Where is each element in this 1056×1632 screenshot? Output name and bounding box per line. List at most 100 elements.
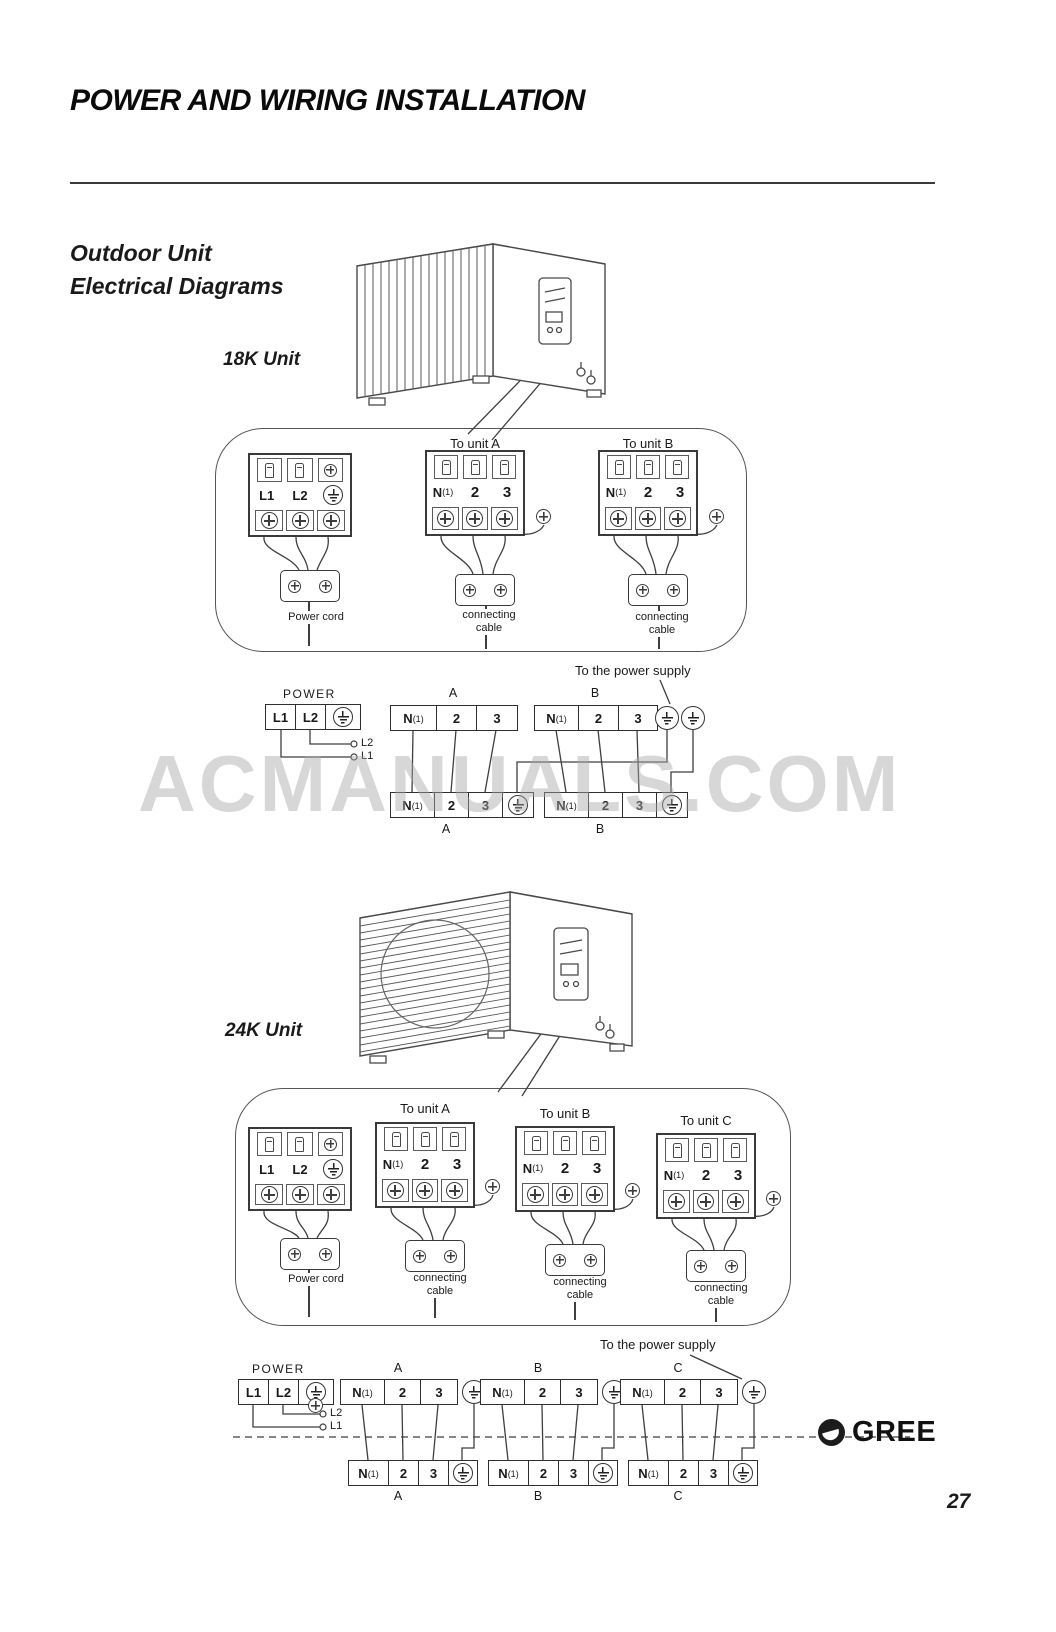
lug-row <box>377 1124 473 1151</box>
screw-row <box>600 505 696 534</box>
terminal-cell-n1: N(1) <box>535 706 579 730</box>
terminal-cell-2: 2 <box>579 706 619 730</box>
lug-cell <box>317 458 343 482</box>
group-c-label: C <box>673 1489 683 1503</box>
terminal-screw-icon <box>466 510 484 527</box>
screw-cell <box>461 507 489 530</box>
label-row: N(1) 2 3 <box>427 479 523 505</box>
terminal-screw-icon <box>291 1186 309 1203</box>
earth-icon <box>607 1385 621 1399</box>
earth-icon <box>665 798 679 812</box>
lug-cell <box>257 1132 283 1156</box>
terminal-label-3: 3 <box>452 1155 462 1173</box>
earth-icon <box>456 1466 470 1480</box>
lug-row <box>658 1135 754 1162</box>
terminal-cell-n1: N(1) <box>341 1380 385 1404</box>
ground-screw-icon <box>766 1191 781 1206</box>
terminal-screw-icon <box>446 1182 464 1199</box>
earth-icon <box>596 1466 610 1480</box>
n-sub-label: (1) <box>615 486 627 497</box>
lead-l1-label: L1 <box>330 1420 343 1432</box>
power-label: POWER <box>252 1362 305 1376</box>
ground-symbol-icon <box>333 707 353 727</box>
terminal-label-3: 3 <box>502 483 512 501</box>
group-a-label: A <box>441 822 451 836</box>
terminal-cell-ground <box>326 705 360 729</box>
terminal-cell-ground <box>449 1461 477 1485</box>
wire-lug-icon <box>265 462 275 478</box>
screw-cell <box>382 1179 409 1202</box>
n-sub-label: (1) <box>361 1388 373 1398</box>
schematic-box-a-bottom: N(1) 2 3 <box>390 792 534 818</box>
terminal-cell-l1: L1 <box>239 1380 269 1404</box>
terminal-cell-2: 2 <box>389 1461 419 1485</box>
lug-cell <box>442 1127 466 1151</box>
terminal-label-2: 2 <box>643 483 653 501</box>
lug-row <box>250 455 350 482</box>
group-a-label: A <box>393 1361 403 1375</box>
schematic-box-c-top: N(1) 2 3 <box>620 1379 738 1405</box>
page-title: POWER AND WIRING INSTALLATION <box>70 84 585 117</box>
wire-lug-icon <box>531 1135 541 1151</box>
lug-cell <box>287 1132 313 1156</box>
terminal-label-3: 3 <box>733 1166 743 1184</box>
n-label: N <box>522 1160 533 1176</box>
caption-line2: cable <box>648 624 676 636</box>
wire-lug-icon <box>701 1142 711 1158</box>
wire-lug-icon <box>441 459 451 475</box>
terminal-cell-ground <box>589 1461 617 1485</box>
terminal-screw-icon <box>526 1186 544 1203</box>
earth-icon <box>660 711 674 725</box>
section-heading-line2: Electrical Diagrams <box>70 273 284 299</box>
outdoor-unit-24k-drawing <box>359 891 633 1064</box>
n-label: N <box>498 1465 508 1481</box>
screw-cell <box>255 510 283 531</box>
ground-symbol-icon <box>323 485 344 505</box>
terminal-screw-icon <box>322 1186 340 1203</box>
n-sub-label: (1) <box>412 714 424 724</box>
schematic-box-b-top: N(1) 2 3 <box>534 705 658 731</box>
n-label: N <box>632 1384 642 1400</box>
wire-lug-icon <box>643 459 653 475</box>
wire-lug-icon <box>265 1136 275 1152</box>
ground-terminal-icon <box>681 706 705 730</box>
screw-cell <box>522 1183 549 1206</box>
terminal-cell-3: 3 <box>559 1461 589 1485</box>
n-sub-label: (1) <box>532 1162 544 1173</box>
cable-clamp-b <box>628 574 688 606</box>
terminal-screw-icon <box>586 1186 604 1203</box>
screw-cell <box>317 1184 345 1205</box>
screw-cell <box>664 507 691 530</box>
clamp-screw-icon <box>694 1259 707 1273</box>
terminal-cell-2: 2 <box>437 706 477 730</box>
power-cord-clamp <box>280 1238 340 1270</box>
screw-cell <box>692 1190 720 1213</box>
wire-lug-icon <box>560 1135 570 1151</box>
wire-lug-icon <box>614 459 624 475</box>
terminal-cell-2: 2 <box>435 793 469 817</box>
clamp-screw-icon <box>553 1253 566 1267</box>
caption-line1: connecting <box>553 1276 607 1288</box>
terminal-screw-icon <box>496 510 514 527</box>
n-sub-label: (1) <box>411 801 423 811</box>
unit-24k-label: 24K Unit <box>225 1020 303 1041</box>
ground-screw-icon <box>308 1398 323 1413</box>
terminal-cell-2: 2 <box>665 1380 701 1404</box>
group-b-label: B <box>533 1361 543 1375</box>
terminal-label-3: 3 <box>675 483 685 501</box>
terminal-screw-icon <box>667 1193 685 1210</box>
n-label: N <box>358 1465 368 1481</box>
terminal-screw-icon <box>639 510 657 527</box>
to-unit-b-label: To unit B <box>539 1106 591 1121</box>
terminal-cell-n1: N(1) <box>391 706 437 730</box>
to-unit-b-label: To unit B <box>622 436 674 451</box>
screw-row <box>377 1177 473 1206</box>
earth-icon <box>467 1385 481 1399</box>
lug-cell <box>434 455 458 479</box>
wire-lug-icon <box>730 1142 740 1158</box>
ground-symbol-icon <box>306 1382 326 1402</box>
terminal-cell-3: 3 <box>435 1384 443 1400</box>
terminal-label-l1: L1 <box>259 487 275 503</box>
terminal-cell-3: 3 <box>634 710 642 726</box>
wire-lug-icon <box>449 1131 459 1147</box>
